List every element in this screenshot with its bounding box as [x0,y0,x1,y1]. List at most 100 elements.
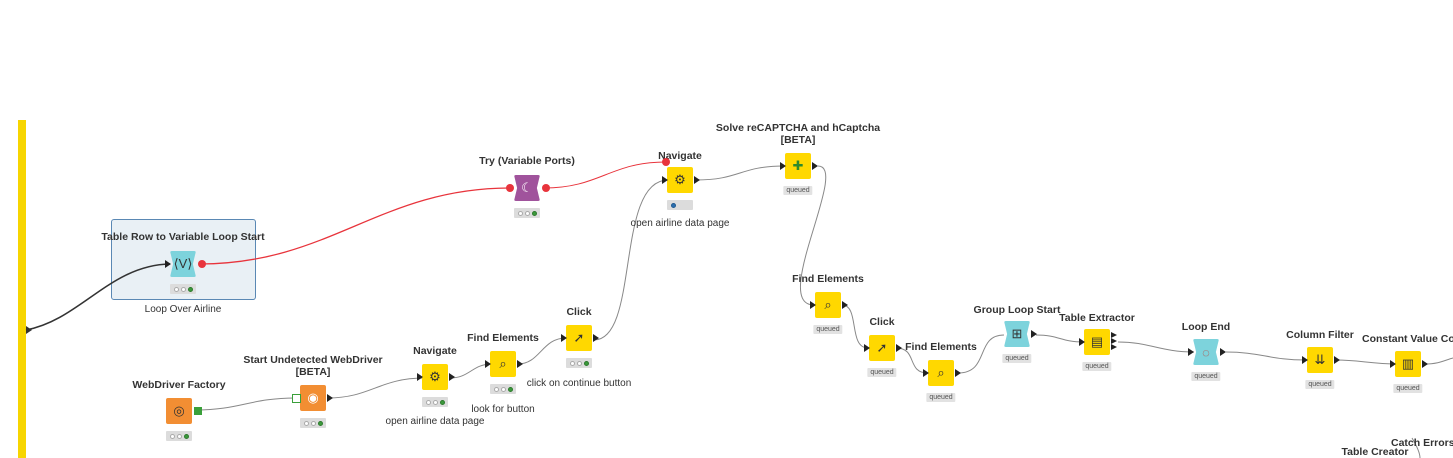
node-solve-captcha[interactable]: Solve reCAPTCHA and hCaptcha [BETA] ✚ qu… [716,122,880,195]
node-title: Click [566,306,592,318]
node-status-light [490,384,516,394]
data-out-port[interactable] [1031,330,1037,338]
wire-navigate-top-to-captcha [695,165,785,181]
data-in-port[interactable] [662,176,668,184]
data-out-port[interactable] [694,176,700,184]
node-start-undetected-webdriver[interactable]: Start Undetected WebDriver [BETA] ◉ [243,354,383,428]
node-status-light [300,418,326,428]
node-find-elements-3[interactable]: Find Elements ⌕ queued [905,341,977,402]
node-title: Click [869,316,895,328]
node-catch-errors[interactable]: Catch Errors (D [1391,437,1453,456]
webdriver-in-port[interactable] [292,394,301,403]
constant-value-icon: ▥ [1395,351,1421,377]
data-in-port[interactable] [1390,360,1396,368]
data-out-port[interactable] [593,334,599,342]
flow-variable-out-port[interactable] [198,260,206,268]
loop-region-bar [18,120,26,458]
data-out-port[interactable] [842,301,848,309]
node-click-1[interactable]: Click ➚ click on continue button [527,306,632,389]
data-in-port[interactable] [1079,338,1085,346]
node-title-line1: Solve reCAPTCHA and hCaptcha [715,122,881,134]
flow-variable-out-port[interactable] [542,184,550,192]
webdriver-out-port[interactable] [194,407,202,415]
data-in-port[interactable] [417,373,423,381]
node-constant-value-column[interactable]: Constant Value Column ▥ queued [1362,333,1453,393]
data-out-port[interactable] [1334,356,1340,364]
node-status-light [514,208,540,218]
data-out-port[interactable] [1422,360,1428,368]
node-status-queued: queued [926,393,956,402]
data-in-port[interactable] [1188,348,1194,356]
wire-bar-to-loop-start [25,263,171,331]
node-title: Column Filter [1286,329,1354,341]
node-annotation: open airline data page [385,416,485,427]
data-in-port[interactable] [864,344,870,352]
data-in-port[interactable] [1302,356,1308,364]
node-loop-end[interactable]: Loop End ◌ queued [1182,321,1230,381]
data-in-port[interactable] [561,334,567,342]
data-out-port[interactable] [327,394,333,402]
flow-variable-in-port[interactable] [662,158,670,166]
node-title: Solve reCAPTCHA and hCaptcha [BETA] [716,122,880,146]
node-title: Constant Value Column [1362,333,1453,345]
node-find-elements-1[interactable]: Find Elements ⌕ look for button [467,332,539,415]
node-title: Find Elements [467,332,539,344]
node-navigate-top[interactable]: Navigate ⚙ open airline data page [631,150,730,229]
data-in-port[interactable] [810,301,816,309]
find-elements-icon: ⌕ [928,360,954,386]
node-status-queued: queued [783,186,813,195]
find-elements-icon: ⌕ [815,292,841,318]
node-title-line2: [BETA] [780,134,816,146]
node-webdriver-factory[interactable]: WebDriver Factory ◎ [132,379,226,441]
node-table-row-loop-start[interactable]: Table Row to Variable Loop Start ⟨V⟩ Loo… [101,231,264,315]
node-title: Table Row to Variable Loop Start [101,231,265,243]
node-annotation: look for button [471,404,535,415]
wire-filter-to-constant [1335,359,1399,365]
wire-bar-arrow [26,326,32,334]
data-in-port[interactable] [165,260,171,268]
node-annotation: Loop Over Airline [144,304,222,315]
node-progress-bar [667,200,693,210]
node-title: Table Creator [1341,446,1409,458]
data-out-ports[interactable] [1111,332,1117,350]
node-find-elements-2[interactable]: Find Elements ⌕ queued [792,273,864,334]
node-status-queued: queued [867,368,897,377]
data-out-port[interactable] [955,369,961,377]
wire-factory-to-driver [195,397,297,411]
node-status-queued: queued [1393,384,1423,393]
node-title: Catch Errors (D [1391,437,1453,449]
data-out-port[interactable] [1220,348,1226,356]
node-click-2[interactable]: Click ➚ queued [864,316,902,377]
node-title: Find Elements [792,273,864,285]
node-status-queued: queued [1305,380,1335,389]
node-status-light [422,397,448,407]
data-in-port[interactable] [485,360,491,368]
wire-constant-out [1423,357,1453,365]
find-elements-icon: ⌕ [490,351,516,377]
navigate-icon: ⚙ [667,167,693,193]
data-out-port[interactable] [449,373,455,381]
data-in-port[interactable] [780,162,786,170]
navigate-icon: ⚙ [422,364,448,390]
webdriver-icon: ◎ [166,398,192,424]
data-out-port[interactable] [812,162,818,170]
group-loop-icon: ⊞ [1004,321,1030,347]
table-extractor-icon: ▤ [1084,329,1110,355]
node-group-loop-start[interactable]: Group Loop Start ⊞ queued [974,304,1060,363]
wire-find1-to-click1 [517,337,567,365]
flow-wire-loop-to-try [199,187,511,265]
wire-captcha-to-find2 [800,165,827,306]
click-icon: ➚ [566,325,592,351]
data-in-port[interactable] [923,369,929,377]
data-out-port[interactable] [896,344,902,352]
flow-variable-in-port[interactable] [506,184,514,192]
node-table-extractor[interactable]: Table Extractor ▤ queued [1059,312,1135,371]
try-icon: ☾ [514,175,540,201]
data-out-port[interactable] [517,360,523,368]
node-navigate-bottom[interactable]: Navigate ⚙ open airline data page [386,345,485,427]
wire-driver-to-navigate [327,377,425,399]
node-column-filter[interactable]: Column Filter ⇊ queued [1286,329,1354,389]
node-title-line2: [BETA] [295,366,331,378]
node-try-variable-ports[interactable]: Try (Variable Ports) ☾ [479,155,575,218]
